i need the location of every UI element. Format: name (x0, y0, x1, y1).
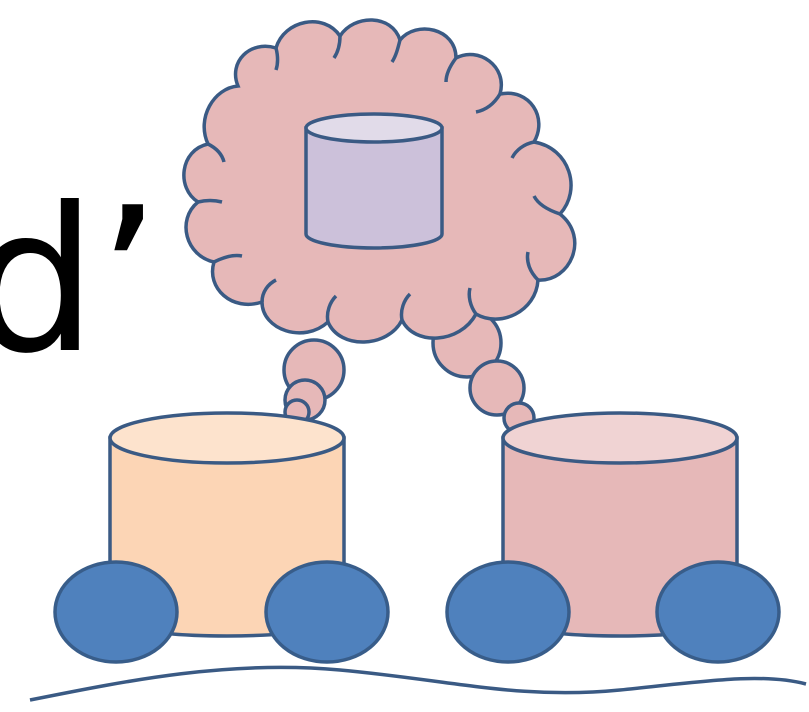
cart-left-top (110, 413, 344, 463)
database-in-cloud-body (306, 128, 442, 248)
wheel-icon (657, 562, 779, 662)
wheel-icon (266, 562, 388, 662)
ground-wave-icon (30, 667, 806, 700)
database-in-cloud-top (306, 114, 442, 142)
database-icon (306, 114, 442, 248)
wheel-icon (55, 562, 177, 662)
wheel-icon (447, 562, 569, 662)
cart-left (55, 413, 388, 662)
thought-trail-left (284, 340, 344, 424)
cart-right (447, 413, 779, 662)
cart-right-top (503, 413, 737, 463)
